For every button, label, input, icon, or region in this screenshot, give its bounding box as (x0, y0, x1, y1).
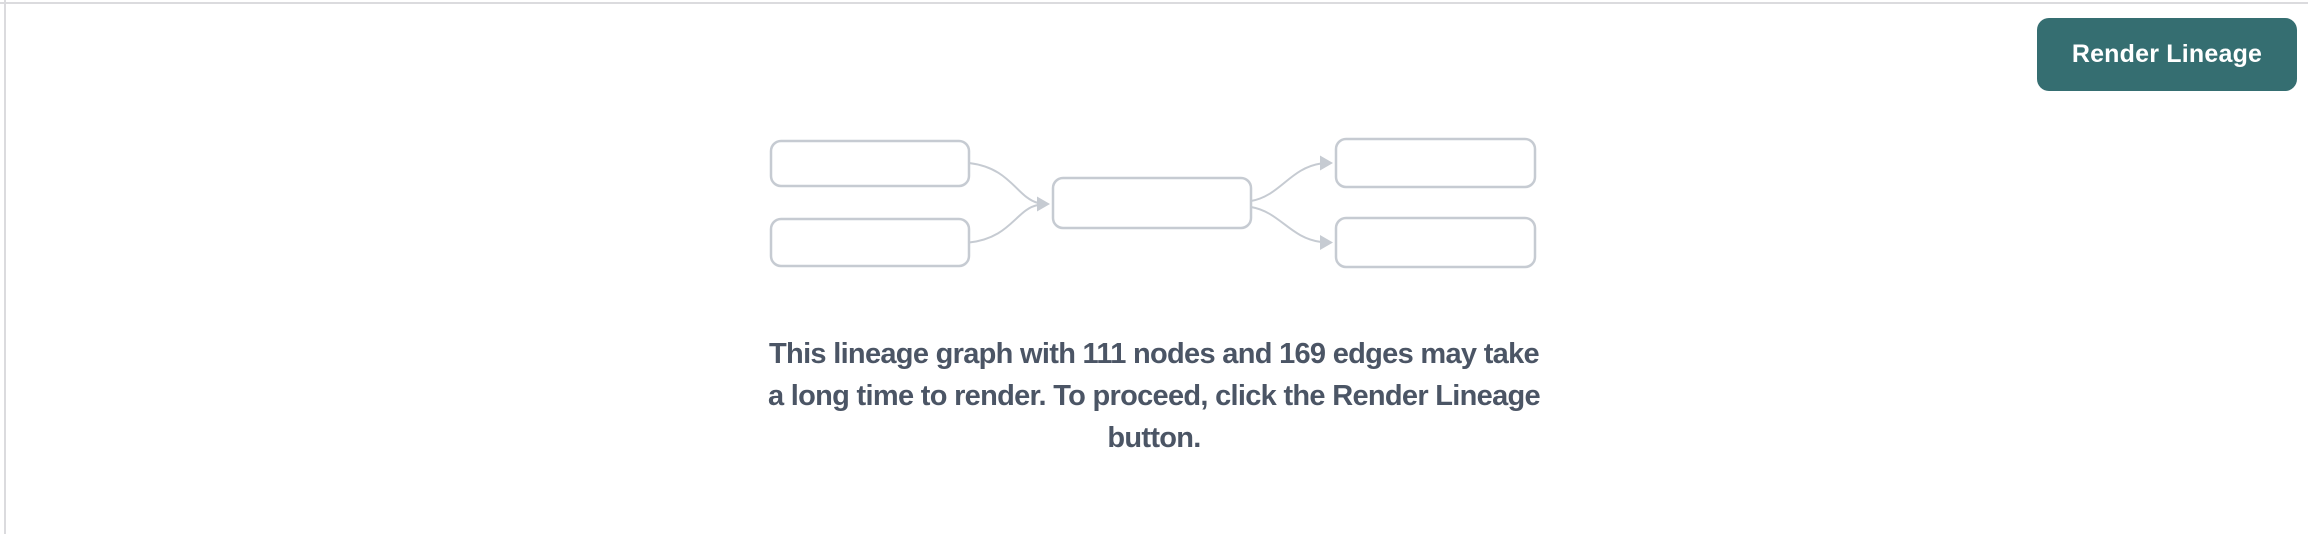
placeholder-node (1334, 137, 1537, 189)
placeholder-edge (968, 162, 1039, 204)
panel-left-border (4, 0, 6, 534)
lineage-placeholder: This lineage graph with 111 nodes and 16… (744, 135, 1564, 459)
message-line-1: This lineage graph with 111 nodes and 16… (769, 338, 1540, 370)
message-line-3: button. (1107, 422, 1201, 454)
placeholder-node (769, 217, 971, 268)
message-line-2: a long time to render. To proceed, click… (768, 380, 1541, 412)
arrowhead-icon (1037, 196, 1050, 212)
placeholder-edge (1250, 206, 1322, 243)
lineage-placeholder-diagram (769, 137, 1537, 269)
placeholder-edge (1250, 162, 1322, 202)
arrowhead-icon (1320, 155, 1333, 171)
panel-top-border (0, 2, 2308, 4)
render-warning-message: This lineage graph with 111 nodes and 16… (744, 333, 1564, 459)
placeholder-node (769, 139, 971, 188)
placeholder-node (1051, 176, 1253, 230)
placeholder-node (1334, 216, 1537, 269)
render-lineage-button[interactable]: Render Lineage (2037, 18, 2297, 91)
arrowhead-icon (1320, 235, 1333, 250)
placeholder-edge (968, 204, 1039, 244)
